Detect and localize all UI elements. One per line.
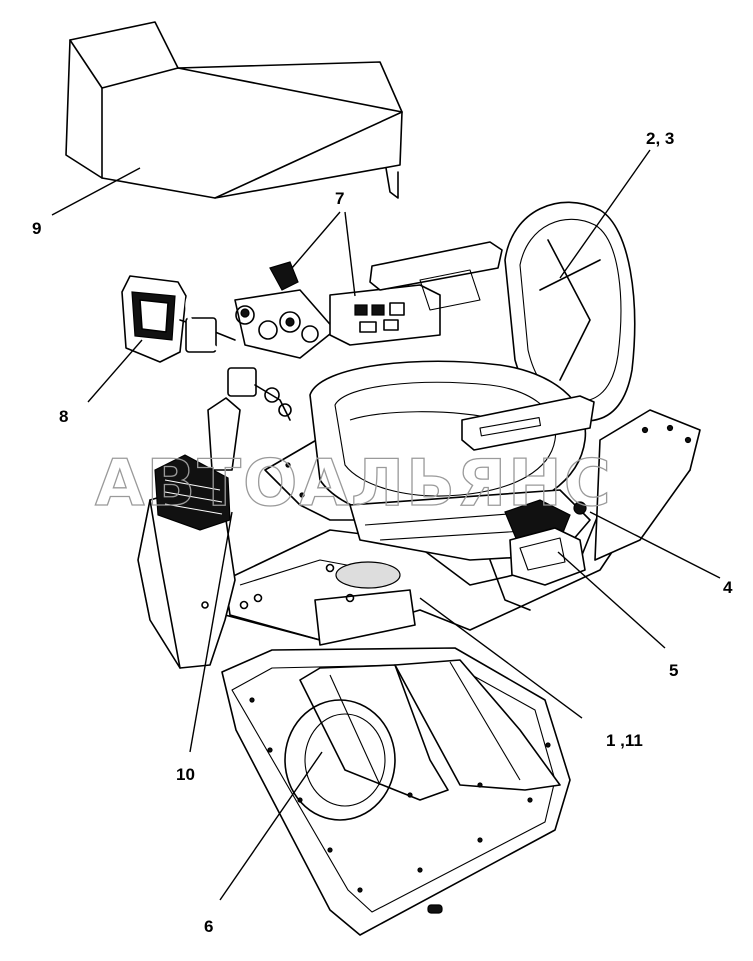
- leader-lines: [51, 149, 721, 901]
- callout-10: 10: [176, 765, 195, 784]
- cover-hood-part: [65, 21, 403, 199]
- steering-wheel-part: [185, 261, 441, 421]
- callout-5: 5: [669, 661, 678, 680]
- callout-2-3: 2, 3: [646, 129, 674, 148]
- callout-4: 4: [723, 578, 733, 597]
- watermark-text: АВТОАЛЬЯНС: [95, 447, 613, 521]
- callout-8: 8: [59, 407, 68, 426]
- floor-pan-part: [221, 647, 571, 936]
- callout-9: 9: [32, 219, 41, 238]
- callout-1-11: 1 ,11: [606, 731, 643, 750]
- left-console-part: [137, 367, 257, 669]
- operator-seat-part: [309, 201, 636, 611]
- callout-6: 6: [204, 917, 213, 936]
- callout-7: 7: [335, 189, 344, 208]
- callout-labels: 9 7 2, 3 8 4 5 1 ,11 10 6: [32, 129, 733, 936]
